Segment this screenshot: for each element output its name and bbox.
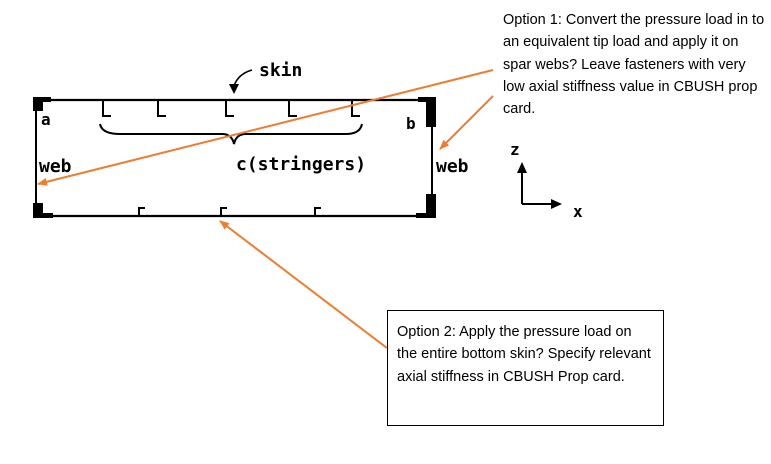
corner-a-label: a bbox=[41, 110, 51, 129]
option2-arrow-to-bottom-skin bbox=[219, 220, 388, 349]
spar-cap-bottom-left-flange bbox=[33, 213, 53, 218]
skin-leader-head bbox=[229, 84, 239, 94]
x-axis-arrowhead bbox=[551, 199, 562, 209]
spar-cap-top-right bbox=[426, 97, 436, 127]
skin-leader bbox=[233, 69, 253, 87]
corner-b-label: b bbox=[406, 114, 416, 133]
option2-note-box: Option 2: Apply the pressure load on the… bbox=[387, 310, 664, 426]
skin-label: skin bbox=[259, 60, 302, 81]
spar-caps bbox=[33, 97, 436, 218]
option1-arrow-to-right-web bbox=[439, 95, 494, 150]
bottom-stringer bbox=[314, 207, 321, 216]
left-web-label: web bbox=[39, 156, 72, 177]
stringers-brace bbox=[99, 123, 363, 145]
z-axis-label: z bbox=[510, 140, 520, 159]
spar-cap-top-left bbox=[33, 97, 43, 111]
coordinate-axes: z x bbox=[510, 140, 583, 221]
top-stringer bbox=[225, 100, 234, 117]
spar-cap-bottom-right bbox=[426, 194, 436, 218]
callout-arrows bbox=[37, 69, 494, 349]
option1-arrow-to-left-web bbox=[37, 69, 494, 186]
bottom-stringer bbox=[138, 207, 145, 216]
spar-cap-bottom-right-flange bbox=[416, 213, 436, 218]
bottom-stringers bbox=[138, 207, 321, 216]
spar-cap-bottom-left bbox=[33, 203, 43, 218]
spar-cap-top-left-flange bbox=[33, 97, 51, 102]
x-axis-label: x bbox=[573, 202, 583, 221]
option2-note-text: Option 2: Apply the pressure load on the… bbox=[397, 324, 651, 385]
top-stringer bbox=[288, 100, 297, 117]
right-web-label: web bbox=[436, 156, 469, 177]
stringers-label: c(stringers) bbox=[236, 154, 366, 175]
top-stringer bbox=[157, 100, 166, 117]
spar-cap-top-right-flange bbox=[418, 97, 436, 102]
option1-note: Option 1: Convert the pressure load in t… bbox=[503, 12, 765, 118]
wing-box-section bbox=[35, 98, 434, 218]
z-axis-arrowhead bbox=[517, 162, 527, 173]
top-stringer bbox=[102, 100, 111, 117]
bottom-stringer bbox=[220, 207, 227, 216]
top-stringer bbox=[351, 100, 360, 117]
